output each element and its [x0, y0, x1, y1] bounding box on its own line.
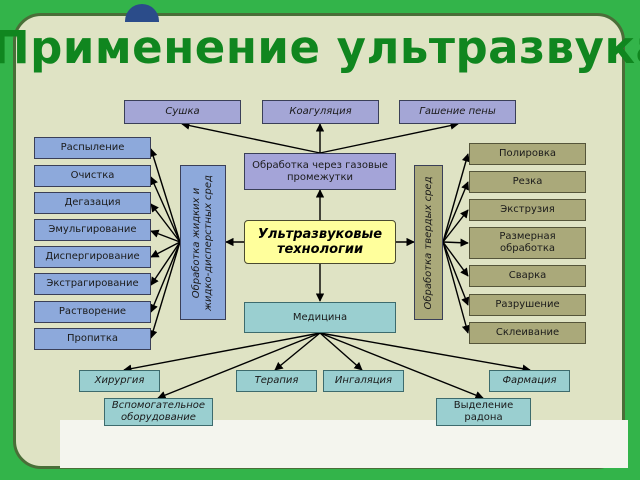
bottom-item-surgery: Хирургия	[79, 370, 160, 392]
top-item-foam: Гашение пены	[399, 100, 516, 124]
footer-strip	[60, 420, 628, 468]
central-ultrasound-block: Ультразвуковые технологии	[244, 220, 396, 264]
bottom-item-radon: Выделение радона	[436, 398, 531, 426]
right-item-cutting: Резка	[469, 171, 586, 193]
right-item-destruction: Разрушение	[469, 294, 586, 316]
left-item-dissolution: Растворение	[34, 301, 151, 323]
solid-media-block: Обработка твердых сред	[414, 165, 443, 320]
bottom-item-therapy: Терапия	[236, 370, 317, 392]
left-item-emulsification: Эмульгирование	[34, 219, 151, 241]
left-item-spraying: Распыление	[34, 137, 151, 159]
medicine-block: Медицина	[244, 302, 396, 333]
right-item-gluing: Склеивание	[469, 322, 586, 344]
right-item-extrusion: Экструзия	[469, 199, 586, 221]
top-item-coagulation: Коагуляция	[262, 100, 379, 124]
left-item-impregnation: Пропитка	[34, 328, 151, 350]
liquid-media-block: Обработка жидких и жидко-дисперстных сре…	[180, 165, 226, 320]
page-title: Применение ультразвука	[0, 21, 640, 74]
logo-icon	[125, 4, 159, 22]
bottom-item-pharmacy: Фармация	[489, 370, 570, 392]
left-item-dispersion: Диспергирование	[34, 246, 151, 268]
left-item-cleaning: Очистка	[34, 165, 151, 187]
right-item-polishing: Полировка	[469, 143, 586, 165]
top-item-drying: Сушка	[124, 100, 241, 124]
left-item-extraction: Экстрагирование	[34, 273, 151, 295]
gas-gaps-block: Обработка через газовые промежутки	[244, 153, 396, 190]
solid-media-label: Обработка твердых сред	[422, 175, 434, 310]
liquid-media-label: Обработка жидких и жидко-дисперстных сре…	[191, 174, 214, 311]
left-item-degassing: Дегазация	[34, 192, 151, 214]
bottom-item-equipment: Вспомогательное оборудование	[104, 398, 213, 426]
right-item-dimensional: Размерная обработка	[469, 227, 586, 259]
right-item-welding: Сварка	[469, 265, 586, 287]
bottom-item-inhalation: Ингаляция	[323, 370, 404, 392]
